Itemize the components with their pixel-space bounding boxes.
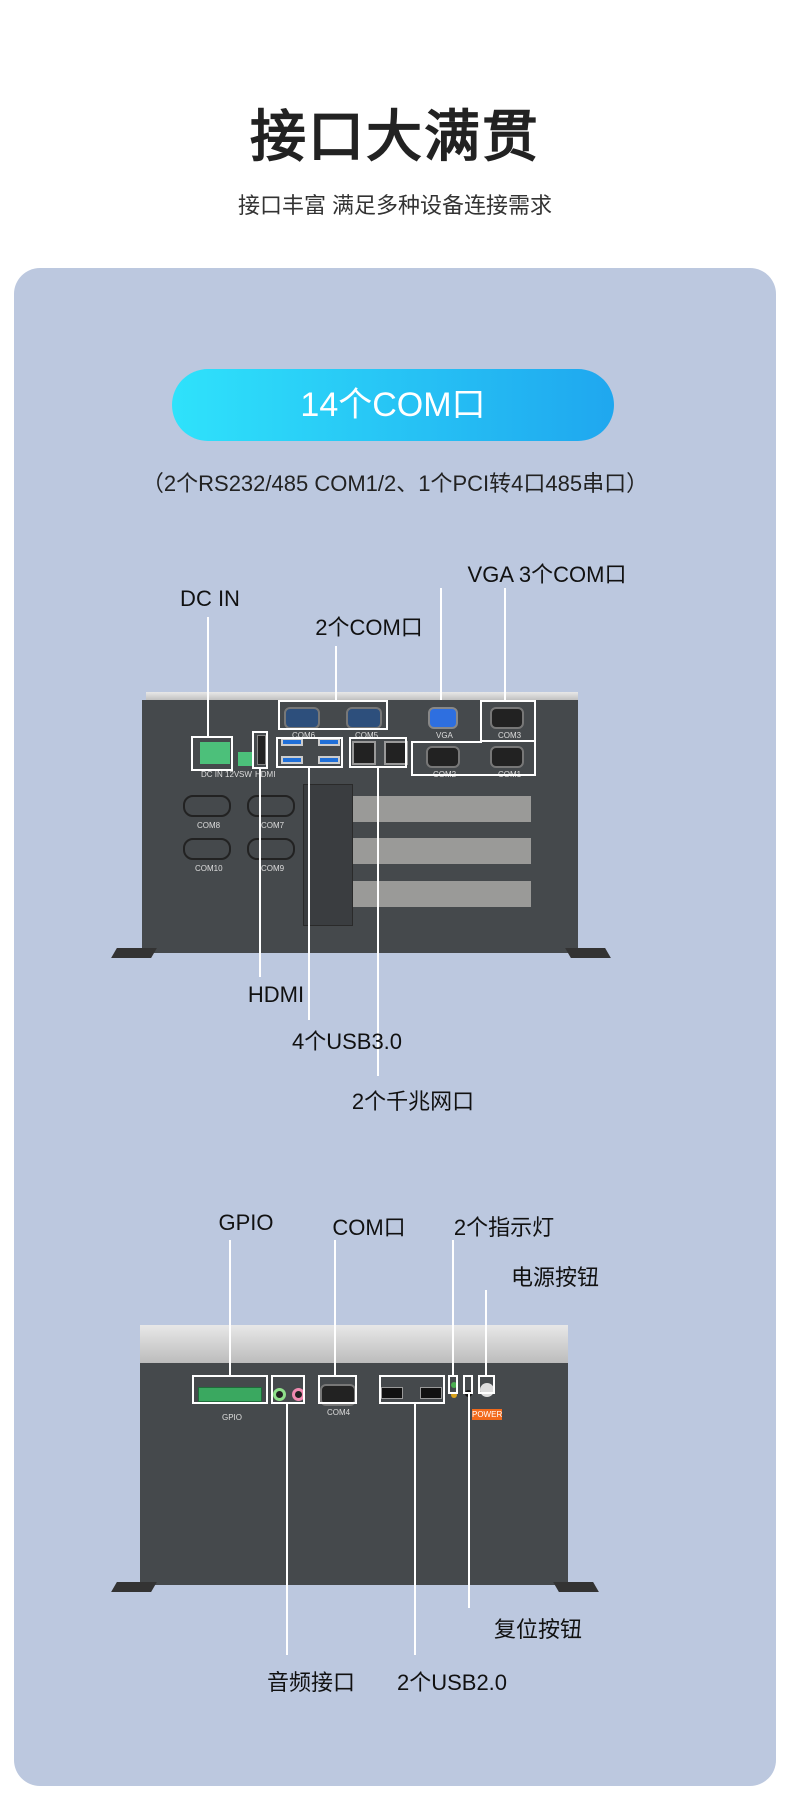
page-title: 接口大满贯: [250, 105, 540, 168]
label-lan: 2个千兆网口: [351, 1089, 475, 1114]
label-leds: 2个指示灯: [453, 1215, 555, 1240]
com-count-badge: 14个COM口: [172, 369, 614, 441]
silk-sw: SW: [239, 770, 252, 779]
label-com-pair: 2个COM口: [315, 615, 423, 640]
silk-com10: COM10: [195, 864, 223, 873]
silk-com6: COM6: [292, 731, 316, 740]
label-vga-com: VGA 3个COM口: [467, 562, 627, 587]
silk-vga: VGA: [436, 731, 453, 740]
silk-com8: COM8: [197, 821, 221, 830]
label-gpio: GPIO: [218, 1210, 274, 1235]
silk-com7: COM7: [261, 821, 285, 830]
label-power-button: 电源按钮: [510, 1265, 600, 1290]
silk-gpio: GPIO: [222, 1413, 243, 1422]
label-usb2: 2个USB2.0: [396, 1670, 508, 1695]
label-hdmi: HDMI: [247, 982, 305, 1007]
silk-com4: COM4: [327, 1408, 351, 1417]
label-com: COM口: [332, 1215, 406, 1240]
power-badge: POWER: [472, 1409, 503, 1420]
silk-com9: COM9: [261, 864, 285, 873]
silk-dc: DC IN 12V: [201, 770, 240, 779]
page-subtitle: 接口丰富 满足多种设备连接需求: [237, 193, 553, 218]
label-reset-button: 复位按钮: [493, 1617, 583, 1642]
label-usb3: 4个USB3.0: [291, 1029, 403, 1054]
silk-com3: COM3: [498, 731, 522, 740]
label-audio: 音频接口: [266, 1670, 356, 1695]
com-note: （2个RS232/485 COM1/2、1个PCI转4口485串口）: [141, 471, 649, 496]
silk-com5: COM5: [355, 731, 379, 740]
label-dc-in: DC IN: [180, 586, 240, 611]
silk-hdmi: HDMI: [255, 770, 276, 779]
